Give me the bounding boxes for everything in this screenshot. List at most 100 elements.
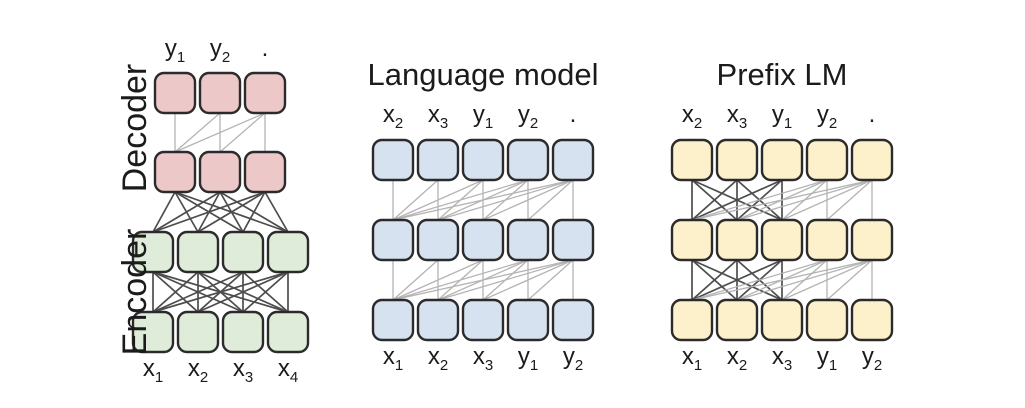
prefixlm-layer-bottom-box xyxy=(850,298,894,342)
prefixlm-layer-top-box xyxy=(670,138,714,182)
decoder-input-box xyxy=(198,150,242,194)
top-token-label: y1 xyxy=(772,101,792,132)
causal-attention-line xyxy=(219,112,266,153)
causal-attention-line xyxy=(527,179,574,221)
prefixlm-layer-middle-box xyxy=(715,218,759,262)
full-attention-line xyxy=(691,179,738,221)
decoder-output-box xyxy=(153,71,197,115)
encoder-input-box xyxy=(176,310,220,354)
lm-layer-middle-box xyxy=(551,218,595,262)
lm-layer-bottom-box xyxy=(461,298,505,342)
prefixlm-layer-top-box xyxy=(715,138,759,182)
prefixlm-layer-top-box xyxy=(850,138,894,182)
bottom-token-label: x2 xyxy=(428,343,448,374)
lm-layer-bottom-box xyxy=(371,298,415,342)
full-attention-line xyxy=(152,271,199,313)
top-token-label: . xyxy=(869,101,876,128)
full-attention-line xyxy=(691,259,738,301)
lm-layer-middle-box xyxy=(416,218,460,262)
bottom-token-label: x3 xyxy=(473,343,493,374)
top-token-label: y2 xyxy=(518,101,538,132)
causal-attention-line xyxy=(736,259,873,301)
encoder-output-box xyxy=(221,230,265,274)
top-token-label: x3 xyxy=(428,101,448,132)
top-token-label: . xyxy=(570,101,577,128)
bottom-token-label: x2 xyxy=(188,355,208,386)
bottom-token-label: x1 xyxy=(682,343,702,374)
full-attention-line xyxy=(242,191,266,233)
lm-layer-middle-box xyxy=(461,218,505,262)
full-attention-line xyxy=(152,191,266,233)
top-token-label: y2 xyxy=(817,101,837,132)
attention-lines xyxy=(392,179,574,301)
top-token-label: x2 xyxy=(682,101,702,132)
causal-attention-line xyxy=(691,179,873,221)
causal-attention-line xyxy=(781,179,873,221)
bottom-token-label: x2 xyxy=(727,343,747,374)
causal-attention-line xyxy=(437,179,574,221)
attention-lines xyxy=(152,112,289,313)
bottom-token-label: y2 xyxy=(563,343,583,374)
decoder-output-box xyxy=(243,71,287,115)
attention-lines xyxy=(691,179,873,301)
causal-attention-line xyxy=(482,259,574,301)
encoder-input-box xyxy=(221,310,265,354)
bottom-token-label: x1 xyxy=(383,343,403,374)
lm-layer-top-box xyxy=(551,138,595,182)
full-attention-line xyxy=(152,271,244,313)
prefixlm-layer-bottom-box xyxy=(715,298,759,342)
lm-layer-bottom-box xyxy=(416,298,460,342)
full-attention-line xyxy=(197,191,266,233)
encoder-input-box xyxy=(131,310,175,354)
prefixlm-layer-bottom-box xyxy=(670,298,714,342)
causal-attention-line xyxy=(174,112,221,153)
lm-layer-middle-box xyxy=(506,218,550,262)
bottom-token-label: x3 xyxy=(772,343,792,374)
causal-attention-line xyxy=(392,179,484,221)
encoder-output-box xyxy=(131,230,175,274)
top-token-label: x2 xyxy=(383,101,403,132)
causal-attention-line xyxy=(392,179,529,221)
full-attention-line xyxy=(264,191,289,233)
full-attention-line xyxy=(691,259,783,301)
prefixlm-layer-bottom-box xyxy=(760,298,804,342)
causal-attention-line xyxy=(437,259,574,301)
lm-layer-top-box xyxy=(506,138,550,182)
causal-attention-line xyxy=(392,259,574,301)
causal-attention-line xyxy=(174,112,266,153)
causal-attention-line xyxy=(826,259,873,301)
encoder-output-box xyxy=(176,230,220,274)
top-token-label: x3 xyxy=(727,101,747,132)
causal-attention-line xyxy=(736,179,873,221)
side-label-decoder: Decoder xyxy=(116,64,154,193)
causal-attention-line xyxy=(691,179,828,221)
causal-attention-line xyxy=(781,259,873,301)
bottom-token-label: x4 xyxy=(278,355,298,386)
encoder-input-box xyxy=(266,310,310,354)
lm-layer-top-box xyxy=(371,138,415,182)
decoder-output-box xyxy=(198,71,242,115)
lm-layer-top-box xyxy=(461,138,505,182)
lm-layer-top-box xyxy=(416,138,460,182)
lm-layer-middle-box xyxy=(371,218,415,262)
full-attention-line xyxy=(691,179,783,221)
full-attention-line xyxy=(152,271,289,313)
prefixlm-layer-top-box xyxy=(760,138,804,182)
causal-attention-line xyxy=(482,179,574,221)
bottom-token-label: y1 xyxy=(518,343,538,374)
top-token-label: y2 xyxy=(210,35,230,66)
lm-layer-bottom-box xyxy=(506,298,550,342)
bottom-token-label: x1 xyxy=(143,355,163,386)
lm-layer-bottom-box xyxy=(551,298,595,342)
causal-attention-line xyxy=(826,179,873,221)
causal-attention-line xyxy=(691,259,873,301)
causal-attention-line xyxy=(392,179,439,221)
causal-attention-line xyxy=(392,179,574,221)
bottom-token-label: y2 xyxy=(862,343,882,374)
prefixlm-layer-middle-box xyxy=(760,218,804,262)
